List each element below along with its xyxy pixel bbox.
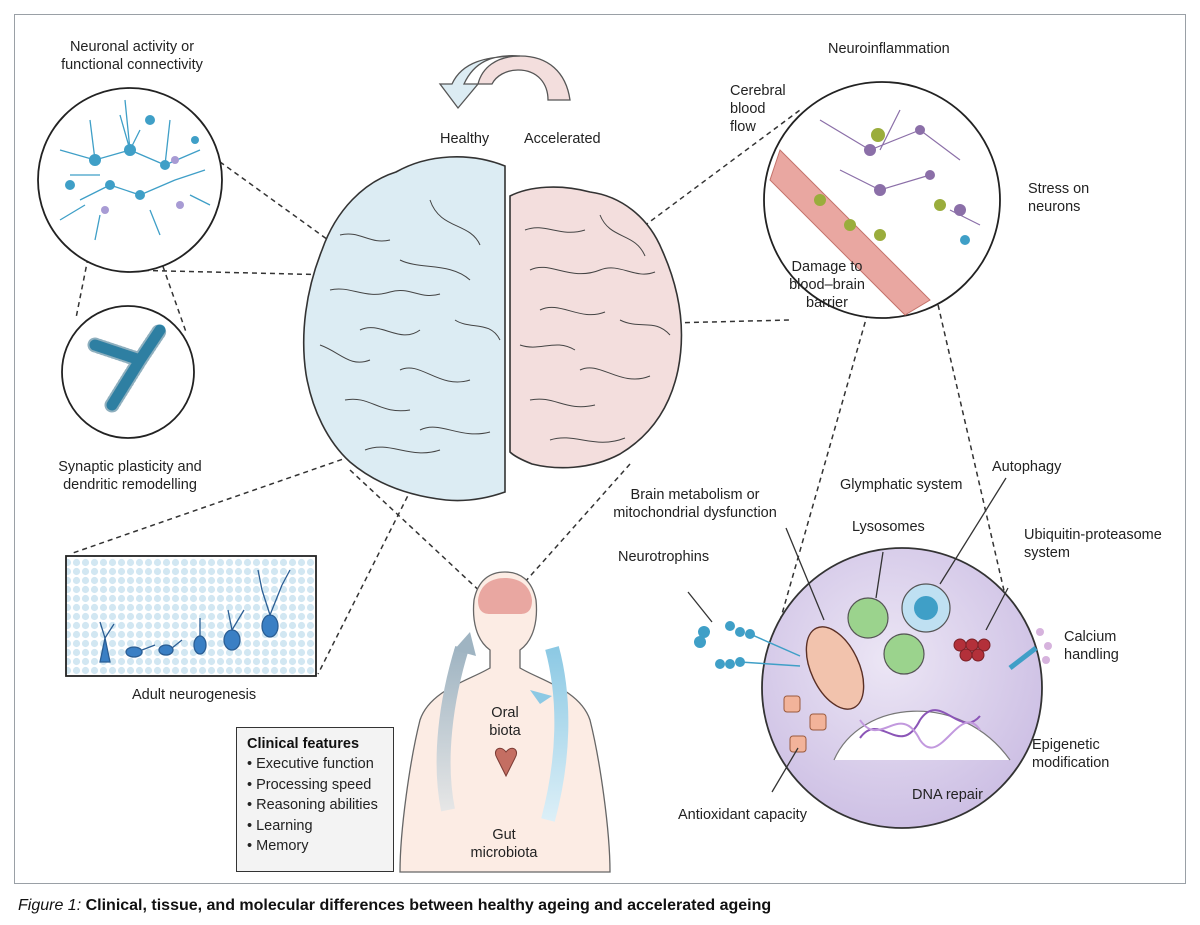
label-cerebral-blood-flow-line2: blood xyxy=(730,101,766,118)
label-stress-on-neurons-line1: Stress on xyxy=(1028,181,1090,197)
label-autophagy: Autophagy xyxy=(992,459,1062,475)
clinical-feature-item: • Learning xyxy=(247,817,313,834)
clinical-features-title: Clinical features xyxy=(247,736,360,752)
clinical-feature-item: • Reasoning abilities xyxy=(247,797,378,813)
neuroinflammation-circle xyxy=(763,81,1001,319)
label-bbb-damage-line1: Damage to xyxy=(791,259,863,275)
figure-caption-title: Clinical, tissue, and molecular differen… xyxy=(85,897,772,914)
label-neuronal-activity-line1: Neuronal activity or xyxy=(69,39,195,55)
brain-healthy-half xyxy=(302,156,506,502)
clinical-feature-text: Learning xyxy=(256,817,313,834)
label-neurotrophins: Neurotrophins xyxy=(618,549,710,565)
figure-caption: Figure 1: Clinical, tissue, and molecula… xyxy=(18,897,771,915)
label-stress-on-neurons: Stress on neurons xyxy=(1028,180,1089,216)
label-neuronal-activity: Neuronal activity or functional connecti… xyxy=(40,38,224,74)
label-gut-microbiota-line1: Gut xyxy=(492,827,516,843)
clinical-feature-item: • Memory xyxy=(247,838,309,854)
label-bbb-damage-line3: barrier xyxy=(806,295,848,312)
neuronal-activity-circle xyxy=(37,87,223,273)
label-brain-metabolism-line2: mitochondrial dysfunction xyxy=(613,505,777,522)
label-brain-metabolism-line1: Brain metabolism or xyxy=(630,487,760,503)
label-gut-microbiota: Gut microbiota xyxy=(464,826,544,862)
label-oral-biota-line2: biota xyxy=(489,723,521,740)
label-ubiquitin-proteasome: Ubiquitin-proteasome system xyxy=(1024,526,1162,562)
label-stress-on-neurons-line2: neurons xyxy=(1028,199,1081,216)
leader-lines xyxy=(687,477,1009,793)
brain-accelerated-half xyxy=(509,186,683,469)
label-synaptic-plasticity-line1: Synaptic plasticity and xyxy=(58,459,202,475)
human-figure xyxy=(399,571,611,873)
label-epigenetic-modification: Epigenetic modification xyxy=(1032,736,1109,772)
neurotrophin-molecules xyxy=(694,621,801,669)
clinical-feature-item: • Executive function xyxy=(247,756,374,772)
label-cerebral-blood-flow-line1: Cerebral xyxy=(730,83,786,99)
label-bbb-damage-line2: blood–brain xyxy=(789,277,865,294)
label-calcium-handling: Calcium handling xyxy=(1064,628,1119,664)
label-adult-neurogenesis: Adult neurogenesis xyxy=(132,687,257,703)
label-dna-repair: DNA repair xyxy=(912,787,983,803)
label-bbb-damage: Damage to blood–brain barrier xyxy=(772,258,882,312)
clinical-feature-text: Memory xyxy=(256,838,309,854)
label-ubiquitin-proteasome-line1: Ubiquitin-proteasome xyxy=(1024,527,1162,543)
label-cerebral-blood-flow-line3: flow xyxy=(730,119,756,136)
label-oral-biota: Oral biota xyxy=(480,704,530,740)
label-accelerated: Accelerated xyxy=(524,131,601,147)
label-neuroinflammation: Neuroinflammation xyxy=(828,41,950,57)
clinical-feature-text: Reasoning abilities xyxy=(256,797,378,813)
clinical-features-box: Clinical features • Executive function •… xyxy=(236,727,394,872)
label-synaptic-plasticity-line2: dendritic remodelling xyxy=(63,477,197,494)
figure-number: Figure 1: xyxy=(18,897,82,914)
label-ubiquitin-proteasome-line2: system xyxy=(1024,545,1070,562)
label-calcium-handling-line2: handling xyxy=(1064,647,1119,664)
calcium-ions xyxy=(1036,628,1052,664)
cell-illustration xyxy=(761,547,1043,829)
clinical-feature-text: Executive function xyxy=(256,756,374,772)
label-antioxidant-capacity: Antioxidant capacity xyxy=(678,807,807,823)
label-cerebral-blood-flow: Cerebral blood flow xyxy=(730,82,786,136)
caption-continuation-cropped xyxy=(18,918,1168,925)
label-oral-biota-line1: Oral xyxy=(491,705,519,721)
label-lysosomes: Lysosomes xyxy=(852,519,925,535)
label-epigenetic-modification-line1: Epigenetic xyxy=(1032,737,1100,753)
synaptic-plasticity-circle xyxy=(61,305,195,439)
label-glymphatic-system: Glymphatic system xyxy=(840,477,963,493)
label-healthy: Healthy xyxy=(440,131,490,147)
label-epigenetic-modification-line2: modification xyxy=(1032,755,1110,772)
label-neuronal-activity-line2: functional connectivity xyxy=(61,57,203,74)
label-brain-metabolism: Brain metabolism or mitochondrial dysfun… xyxy=(604,486,786,522)
label-synaptic-plasticity: Synaptic plasticity and dendritic remode… xyxy=(40,458,220,494)
label-calcium-handling-line1: Calcium xyxy=(1064,629,1117,645)
label-gut-microbiota-line2: microbiota xyxy=(470,845,538,862)
figure-frame xyxy=(14,14,1186,884)
ageing-cycle-arrow xyxy=(438,55,571,110)
clinical-feature-item: • Processing speed xyxy=(247,776,372,793)
adult-neurogenesis-box xyxy=(65,555,317,677)
clinical-feature-text: Processing speed xyxy=(256,776,372,793)
